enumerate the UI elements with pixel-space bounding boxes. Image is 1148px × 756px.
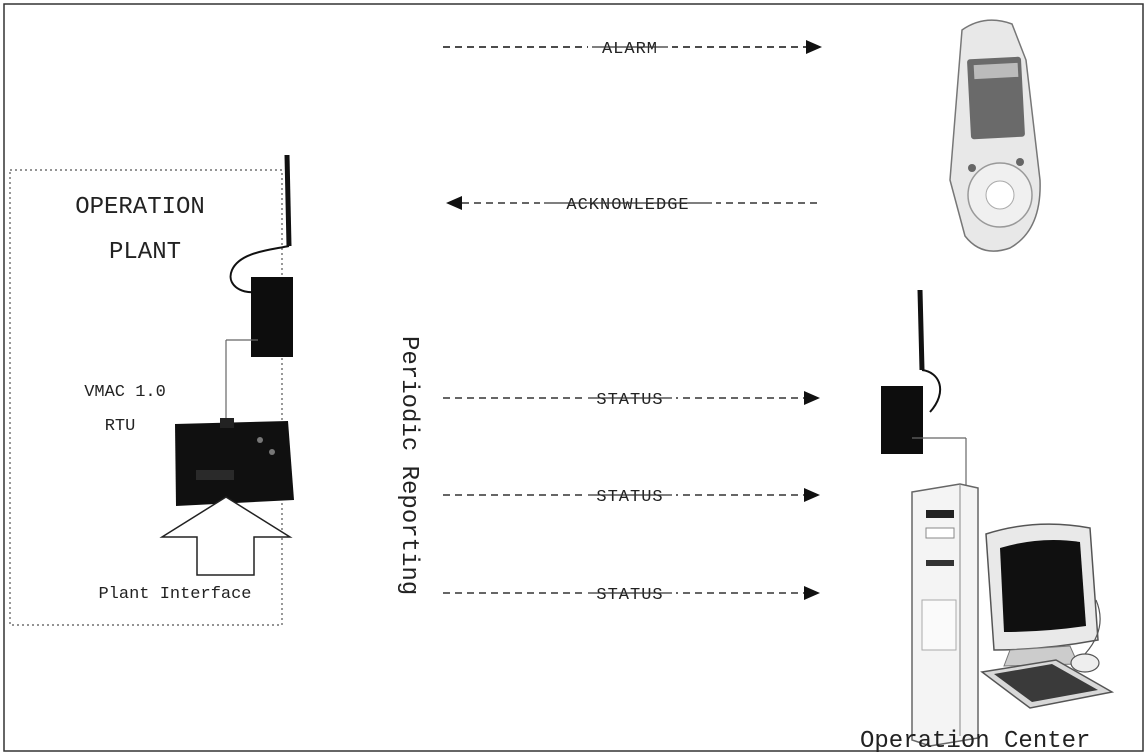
arrow-status-1: STATUS bbox=[443, 387, 820, 410]
status-label-3: STATUS bbox=[596, 586, 663, 605]
center-radio-modem-icon bbox=[881, 386, 923, 454]
monitor-icon bbox=[986, 524, 1098, 666]
operation-center-label: Operation Center bbox=[860, 728, 1090, 755]
radio-modem-icon bbox=[251, 277, 293, 357]
arrow-alarm: ALARM bbox=[443, 36, 822, 59]
desktop-computer-icon bbox=[912, 484, 978, 746]
arrow-status-2: STATUS bbox=[443, 484, 820, 507]
rtu-label-line2: RTU bbox=[105, 417, 136, 436]
plant-interface-label: Plant Interface bbox=[98, 585, 251, 604]
periodic-reporting-label: Periodic Reporting bbox=[395, 336, 422, 595]
alarm-label: ALARM bbox=[602, 40, 658, 59]
arrow-acknowledge: ACKNOWLEDGE bbox=[446, 192, 818, 215]
plant-title-line1: OPERATION bbox=[75, 194, 205, 221]
mouse-icon bbox=[1071, 654, 1099, 672]
antenna-icon bbox=[231, 155, 289, 292]
up-arrow-icon bbox=[162, 497, 290, 575]
status-label-2: STATUS bbox=[596, 488, 663, 507]
plant-title-line2: PLANT bbox=[109, 239, 181, 266]
rtu-board-icon bbox=[175, 418, 294, 506]
arrow-status-3: STATUS bbox=[443, 582, 820, 605]
status-label-1: STATUS bbox=[596, 391, 663, 410]
acknowledge-label: ACKNOWLEDGE bbox=[566, 196, 689, 215]
rtu-label-line1: VMAC 1.0 bbox=[84, 383, 166, 402]
pda-device-icon bbox=[950, 20, 1040, 251]
center-antenna-icon bbox=[920, 290, 940, 412]
